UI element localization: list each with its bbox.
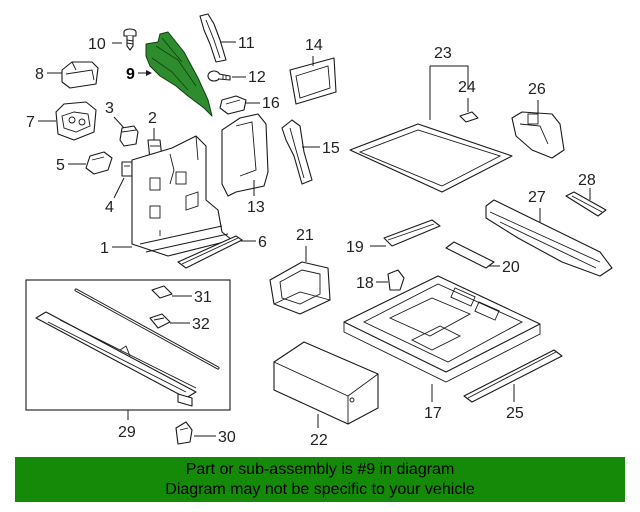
part-19-strip[interactable] [383,219,441,247]
part-12-bolt[interactable] [207,70,231,82]
label-18: 18 [356,275,374,292]
part-31-clip[interactable] [151,285,173,299]
label-25: 25 [506,405,524,422]
label-32: 32 [192,316,210,333]
label-13: 13 [247,199,265,216]
part-1-side-trim-panel[interactable] [131,135,233,257]
parts-diagram: 10 8 7 3 2 5 4 [25,13,613,449]
part-10-screw[interactable] [123,28,137,51]
part-20-strip[interactable] [445,241,495,269]
part-23-floor-mat[interactable] [349,123,513,193]
part-3-clip[interactable] [119,125,139,147]
label-22: 22 [310,432,328,449]
label-20: 20 [502,259,520,276]
label-16: 16 [262,95,280,112]
label-15: 15 [322,140,340,157]
part-14-frame[interactable] [289,57,337,105]
part-29-cargo-cover[interactable] [35,311,197,407]
part-15-pillar-trim[interactable] [281,119,313,185]
cargo-cover-rod[interactable] [74,288,220,370]
label-12: 12 [248,69,266,86]
label-19: 19 [346,239,364,256]
label-8: 8 [35,66,44,83]
label-27: 27 [528,189,546,206]
part-22-storage-box[interactable] [273,341,379,425]
label-21: 21 [296,227,314,244]
label-24: 24 [458,79,476,96]
label-2: 2 [148,110,157,127]
part-18-clip[interactable] [387,269,405,291]
label-3: 3 [105,100,114,117]
part-21-storage-bin[interactable] [269,261,331,315]
part-13-trim-panel[interactable] [221,113,269,197]
label-17: 17 [424,405,442,422]
part-32-clip[interactable] [149,313,171,329]
part-17-floor-tray[interactable] [343,275,541,383]
label-14: 14 [305,37,323,54]
label-7: 7 [26,114,35,131]
part-7-bracket[interactable] [55,101,97,141]
part-16-bracket[interactable] [219,95,247,115]
label-1: 1 [100,240,109,257]
part-27-scuff-plate[interactable] [485,199,613,277]
label-9: 9 [126,66,135,83]
part-28-strip[interactable] [565,191,607,217]
banner-line-1: Part or sub-assembly is #9 in diagram [185,461,455,478]
label-6: 6 [258,234,267,251]
label-31: 31 [194,289,212,306]
part-25-strip[interactable] [463,349,563,403]
label-29: 29 [118,424,136,441]
part-30-bracket[interactable] [175,421,193,445]
label-26: 26 [528,81,546,98]
label-23: 23 [434,45,452,62]
info-banner: Part or sub-assembly is #9 in diagram Di… [15,457,625,502]
part-8-cover[interactable] [61,61,99,89]
label-11: 11 [238,35,255,52]
part-11-pillar-trim[interactable] [199,13,227,63]
label-4: 4 [105,199,114,216]
banner-line-2: Diagram may not be specific to your vehi… [165,481,475,498]
part-5-cap[interactable] [85,151,113,175]
part-24-clip[interactable] [459,111,479,123]
part-26-bracket[interactable] [511,111,565,159]
label-30: 30 [218,429,236,446]
part-4-clip[interactable] [121,161,133,177]
label-5: 5 [56,157,65,174]
label-28: 28 [578,172,596,189]
part-9-highlighted-trim[interactable] [145,31,213,117]
label-10: 10 [88,36,106,53]
part-6-sill-strip[interactable] [177,235,243,269]
